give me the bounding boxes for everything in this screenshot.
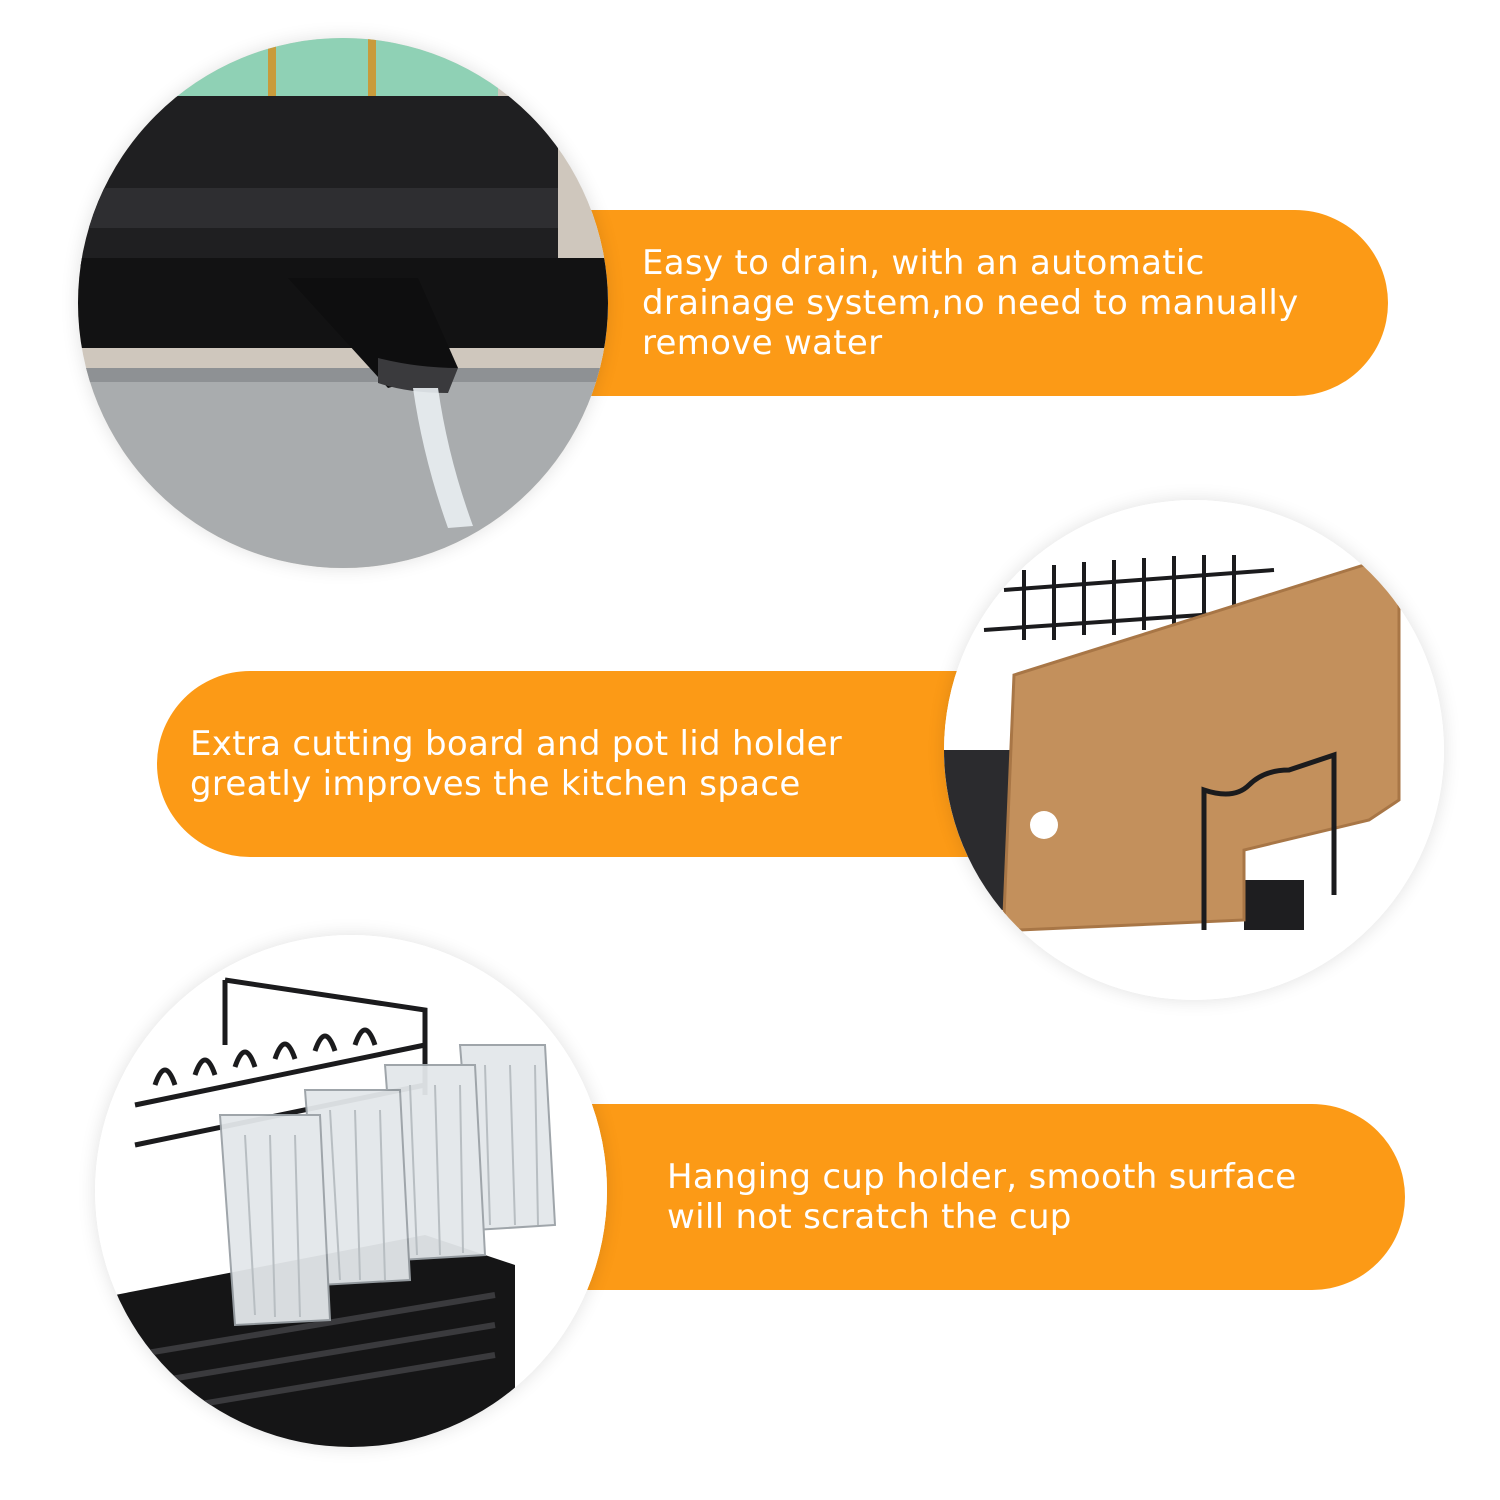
feature-cutting-board-text: Extra cutting board and pot lid holder g… xyxy=(190,724,843,804)
cutting-board-holder-photo xyxy=(944,500,1444,1000)
feature-cup-holder-banner: Hanging cup holder, smooth surface will … xyxy=(560,1104,1405,1290)
feature-drain-text: Easy to drain, with an automatic drainag… xyxy=(642,243,1299,363)
feature-cup-holder-text: Hanging cup holder, smooth surface will … xyxy=(667,1157,1297,1237)
drain-spout-photo xyxy=(78,38,608,568)
feature-cutting-board-banner: Extra cutting board and pot lid holder g… xyxy=(157,671,977,857)
hanging-cup-holder-photo xyxy=(95,935,607,1447)
feature-drain-banner: Easy to drain, with an automatic drainag… xyxy=(560,210,1388,396)
